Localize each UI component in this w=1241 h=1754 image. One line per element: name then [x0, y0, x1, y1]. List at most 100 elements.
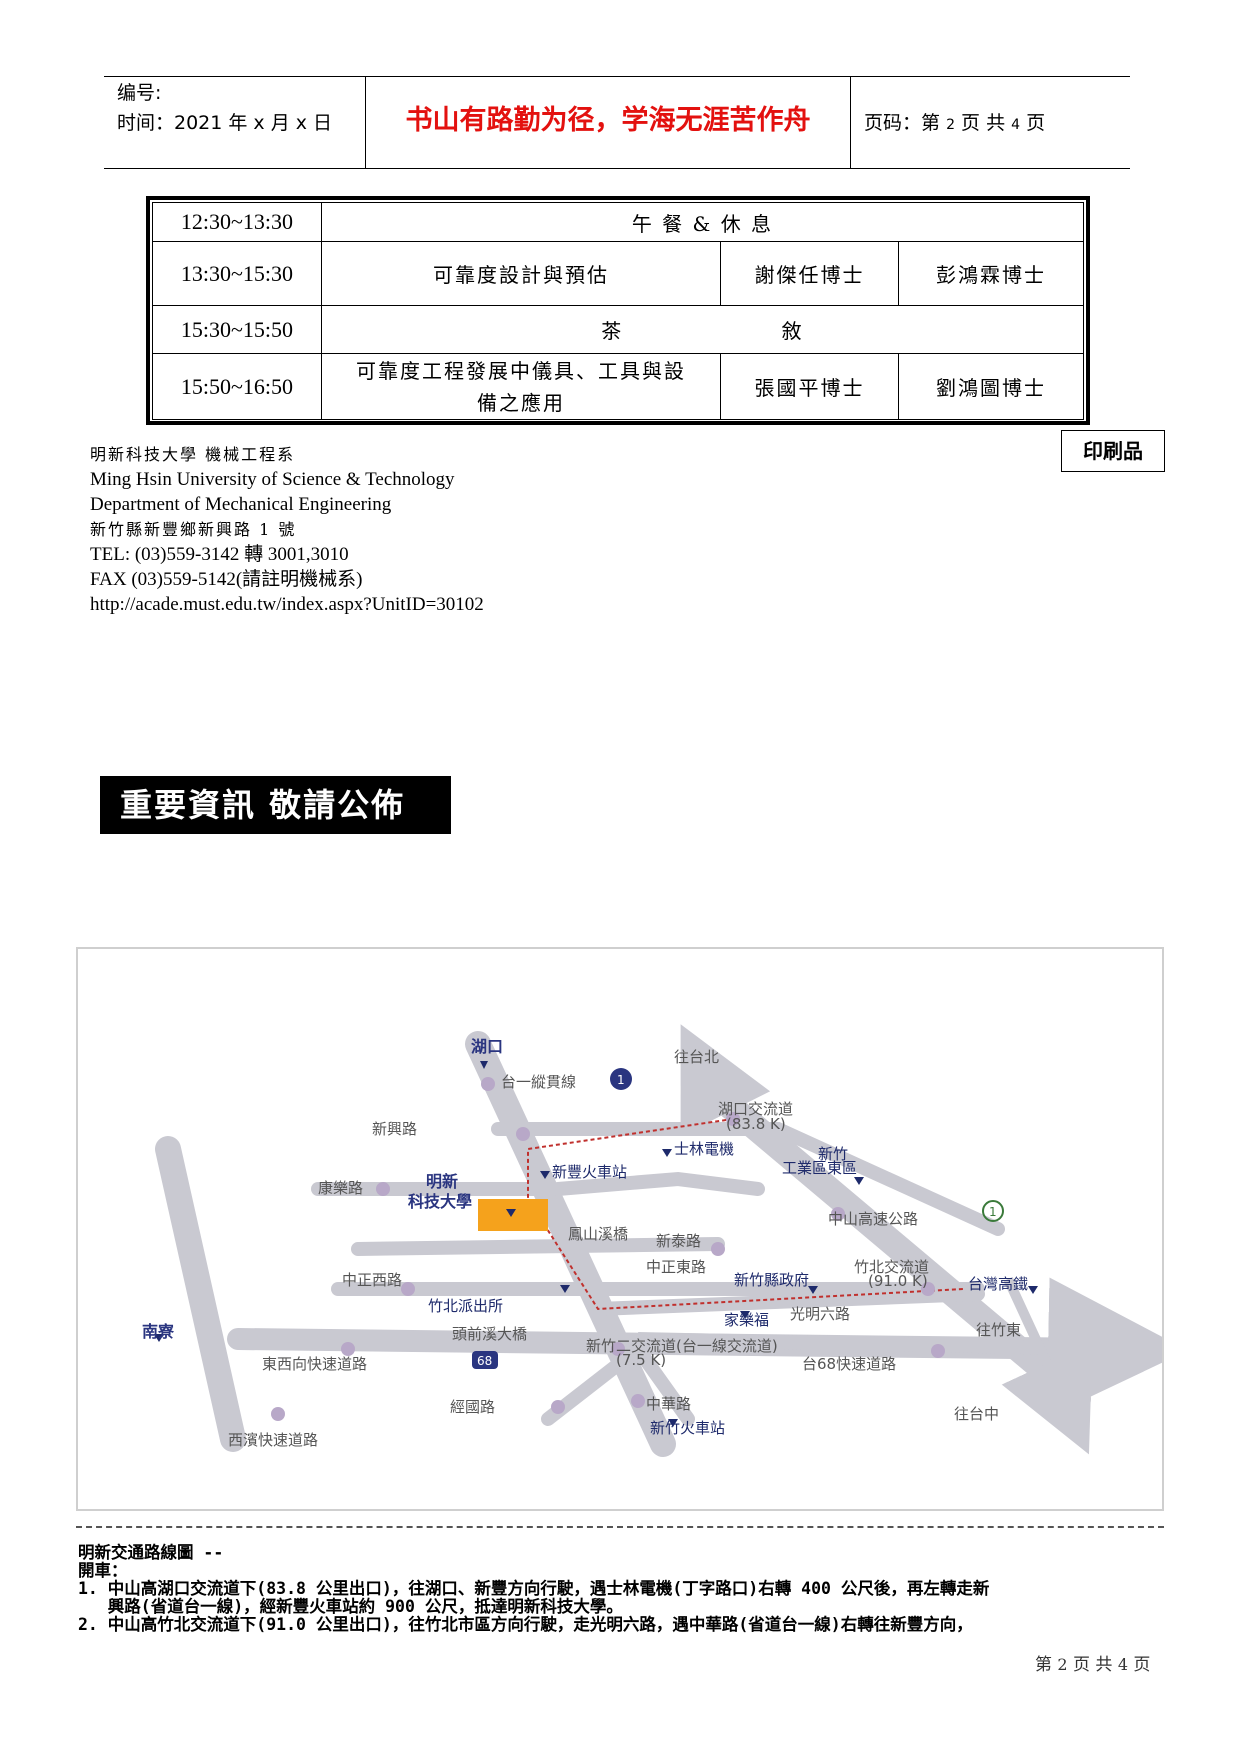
shield-zhongshan-number: 1	[989, 1205, 997, 1219]
driving-directions: 明新交通路線圖 -- 開車： 1. 中山高湖口交流道下(83.8 公里出口)，往…	[78, 1544, 1178, 1634]
label-taiyi: 台一縱貫線	[501, 1073, 576, 1091]
label-park-2: 工業區東區	[782, 1159, 857, 1177]
direction-item-1-line-2: 興路(省道台一線)，經新豐火車站約 900 公尺，抵達明新科技大學。	[78, 1597, 623, 1616]
label-thsr: 台灣高鐵	[968, 1275, 1028, 1293]
label-carrefour: 家樂福	[724, 1311, 769, 1329]
label-zhonghua: 中華路	[646, 1395, 691, 1413]
page-current: 2	[946, 117, 955, 133]
label-school-2: 科技大學	[408, 1192, 472, 1211]
label-hsinchu-station: 新竹火車站	[650, 1419, 725, 1437]
label-guangming6: 光明六路	[790, 1305, 850, 1323]
directions-title: 明新交通路線圖 --	[78, 1543, 224, 1562]
shield-taiyi-icon	[610, 1068, 632, 1090]
arrow-to-taipei	[680, 1024, 771, 1137]
telephone: TEL: (03)559-3142 轉 3001,3010	[90, 544, 349, 565]
shield-zhongshan-icon	[982, 1200, 1004, 1222]
table-row: 13:30~15:30 可靠度設計與預估 謝傑任博士 彭鴻霖博士	[152, 241, 1085, 306]
header-page-number: 页码：第 2 页 共 4 页	[864, 108, 1045, 135]
header-bottom-rule	[104, 168, 1130, 169]
label-county-gov: 新竹縣政府	[734, 1271, 809, 1289]
label-west-coast-fwy: 西濱快速道路	[228, 1431, 318, 1449]
directions-subtitle: 開車：	[78, 1561, 128, 1580]
website-url[interactable]: http://acade.must.edu.tw/index.aspx?Unit…	[90, 594, 484, 615]
footer-current: 2	[1057, 1655, 1068, 1674]
row-speaker-2: 彭鴻霖博士	[897, 241, 1085, 306]
label-to-taipei: 往台北	[674, 1048, 719, 1066]
label-hukou: 湖口	[471, 1037, 503, 1056]
footer-total: 4	[1117, 1655, 1128, 1674]
road-xinxing	[491, 1122, 1005, 1236]
footer-suffix: 页	[1133, 1655, 1151, 1675]
interchange-dots	[271, 1077, 945, 1421]
road-connector	[551, 1171, 765, 1196]
label-zhongzheng-e: 中正東路	[646, 1258, 706, 1276]
road-zhonghua	[631, 1342, 695, 1426]
footer-prefix: 第	[1035, 1655, 1052, 1675]
row-time: 15:50~16:50	[152, 353, 322, 420]
road-west-coast	[155, 1136, 246, 1452]
dept-name-zh: 明新科技大學 機械工程系	[90, 445, 296, 464]
row-time: 15:30~15:50	[152, 305, 322, 354]
label-hukou-km: (83.8 K)	[726, 1115, 786, 1133]
label-zhubei-ic: 竹北交流道	[854, 1258, 929, 1276]
schedule-table-frame: 12:30~13:30 午 餐 & 休 息 13:30~15:30 可靠度設計與…	[146, 196, 1090, 425]
row-time: 12:30~13:30	[152, 202, 322, 242]
row-topic: 可靠度設計與預估	[320, 241, 722, 306]
row-speaker-2: 劉鴻圖博士	[897, 353, 1085, 420]
row-time: 13:30~15:30	[152, 241, 322, 306]
label-ic2-km: (7.5 K)	[616, 1351, 666, 1369]
code-label: 编号:	[117, 82, 162, 104]
label-xinfeng-station: 新豐火車站	[552, 1163, 627, 1181]
row-topic-line-1: 可靠度工程發展中儀具、工具與設	[355, 358, 686, 383]
fax: FAX (03)559-5142(請註明機械系)	[90, 569, 363, 590]
header-left: 编号: 时间：2021 年 x 月 x 日	[117, 78, 332, 138]
route-map-drawing: 1 68 1 湖口 台一縱貫線 往台北 湖口交流道 (83.8 K) 新興路 士…	[142, 1024, 1162, 1457]
university-name-en: Ming Hsin University of Science & Techno…	[90, 469, 455, 490]
row-speaker-1: 張國平博士	[720, 353, 899, 420]
landmark-markers	[154, 1061, 1038, 1427]
label-hukou-ic: 湖口交流道	[718, 1100, 793, 1118]
contact-block: 明新科技大學 機械工程系 Ming Hsin University of Sci…	[90, 442, 484, 617]
label-zhongshan-fwy: 中山高速公路	[828, 1210, 918, 1228]
label-to-zhudong: 往竹東	[976, 1321, 1021, 1339]
label-xintai: 新泰路	[656, 1232, 701, 1250]
row-span-activity: 午 餐 & 休 息	[320, 202, 1085, 242]
header-top-rule	[104, 76, 1130, 77]
header-divider-2	[850, 76, 851, 169]
header-divider-1	[365, 76, 366, 169]
label-police: 竹北派出所	[428, 1297, 503, 1315]
arrow-to-taichung	[1001, 1276, 1093, 1455]
schedule-table: 12:30~13:30 午 餐 & 休 息 13:30~15:30 可靠度設計與…	[152, 202, 1085, 420]
label-jingguo: 經國路	[450, 1398, 495, 1416]
label-shilin: 士林電機	[674, 1140, 734, 1158]
shield-68-icon	[472, 1351, 498, 1369]
shield-68-number: 68	[477, 1354, 492, 1368]
label-east-west-fwy: 東西向快速道路	[262, 1355, 367, 1373]
header-motto: 书山有路勤为径，学海无涯苦作舟	[405, 105, 811, 136]
label-ic2: 新竹二交流道(台一線交流道)	[586, 1337, 778, 1355]
label-xinxing: 新興路	[372, 1120, 417, 1138]
label-park-1: 新竹	[818, 1145, 848, 1163]
footer-mid: 页 共	[1073, 1655, 1113, 1675]
shield-taiyi-number: 1	[617, 1073, 625, 1087]
label-nanliao: 南寮	[142, 1322, 175, 1341]
important-notice-banner: 重要資訊 敬請公佈	[100, 776, 451, 834]
page-mid: 页 共	[961, 112, 1006, 134]
road-network	[155, 1031, 1109, 1457]
row-speaker-1: 謝傑任博士	[720, 241, 899, 306]
label-tai68: 台68快速道路	[802, 1355, 896, 1373]
road-zhongzheng	[351, 1237, 725, 1256]
dept-name-en: Department of Mechanical Engineering	[90, 494, 392, 515]
row-topic-line-2: 備之應用	[476, 390, 565, 415]
route-map: 1 68 1 湖口 台一縱貫線 往台北 湖口交流道 (83.8 K) 新興路 士…	[76, 947, 1164, 1511]
row-topic: 可靠度工程發展中儀具、工具與設 備之應用	[320, 353, 722, 420]
label-to-taichung: 往台中	[954, 1405, 999, 1423]
label-school-1: 明新	[426, 1172, 458, 1191]
time-label: 时间：2021 年 x 月 x 日	[117, 112, 333, 134]
school-block	[478, 1199, 548, 1231]
label-zhongzheng-w: 中正西路	[342, 1271, 402, 1289]
address: 新竹縣新豐鄉新興路 1 號	[90, 520, 297, 539]
table-row: 15:30~15:50 茶 敘	[152, 305, 1085, 354]
table-row: 15:50~16:50 可靠度工程發展中儀具、工具與設 備之應用 張國平博士 劉…	[152, 353, 1085, 420]
printed-matter-tag: 印刷品	[1061, 430, 1165, 472]
